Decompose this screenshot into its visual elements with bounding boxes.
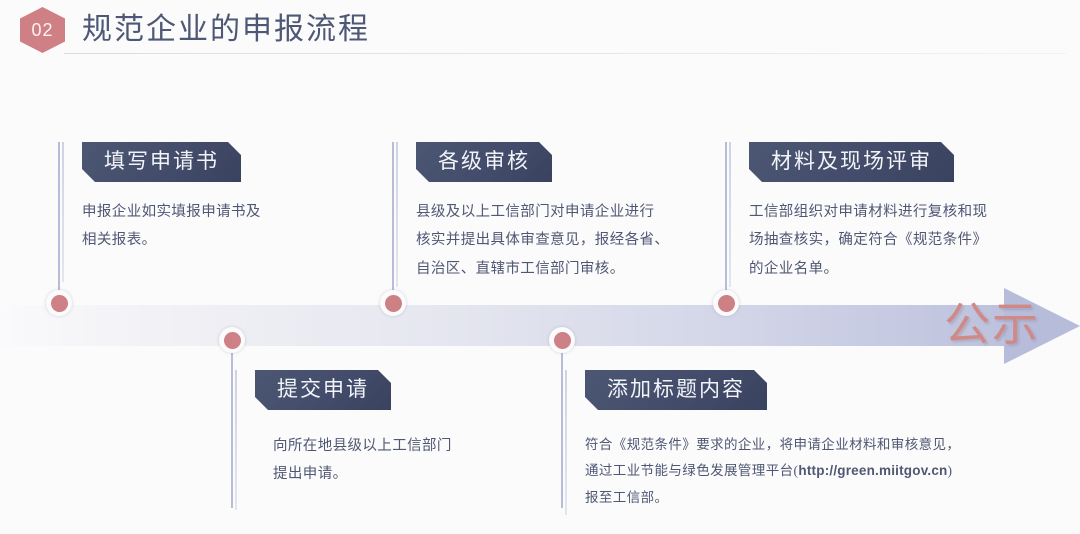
body-line: 核实并提出具体审查意见，报经各省、 (416, 232, 670, 249)
body-line-suffix: ) (947, 463, 953, 479)
step-body-add-title-content: 符合《规范条件》要求的企业，将申请企业材料和审核意见， 通过工业节能与绿色发展管… (585, 432, 1035, 511)
timeline-dot-4[interactable] (549, 327, 575, 353)
step-rail (729, 142, 731, 287)
connector-line-5 (725, 142, 727, 304)
body-line: 场抽查核实，确定符合《规范条件》 (749, 232, 988, 249)
connector-line-1 (58, 142, 60, 304)
body-line-with-url: 通过工业节能与绿色发展管理平台(http://green.miitgov.cn) (585, 458, 1035, 484)
page-title: 规范企业的申报流程 (82, 13, 370, 46)
body-line: 向所在地县级以上工信部门 (273, 438, 452, 454)
step-card-submit-application: 提交申请 向所在地县级以上工信部门 提出申请。 (235, 370, 535, 510)
step-badge-add-title-content[interactable]: 添加标题内容 (585, 370, 767, 410)
step-rail (235, 370, 237, 510)
step-body-multilevel-review: 县级及以上工信部门对申请企业进行 核实并提出具体审查意见，报经各省、 自治区、直… (416, 198, 716, 283)
body-line: 报至工信部。 (585, 489, 669, 505)
step-card-multilevel-review: 各级审核 县级及以上工信部门对申请企业进行 核实并提出具体审查意见，报经各省、 … (396, 142, 716, 287)
step-badge-fill-application[interactable]: 填写申请书 (82, 142, 241, 182)
timeline-dot-2[interactable] (219, 327, 245, 353)
step-card-fill-application: 填写申请书 申报企业如实填报申请书及 相关报表。 (62, 142, 362, 282)
timeline-dot-3[interactable] (380, 290, 406, 316)
body-line: 提出申请。 (273, 466, 348, 483)
body-line: 县级及以上工信部门对申请企业进行 (416, 204, 655, 220)
body-line: 相关报表。 (82, 232, 157, 249)
timeline-dot-5[interactable] (713, 290, 739, 316)
connector-line-4 (561, 348, 563, 508)
step-rail (565, 370, 567, 515)
step-body-fill-application: 申报企业如实填报申请书及 相关报表。 (82, 198, 362, 255)
timeline-arrow-label: 公示 (944, 298, 1040, 350)
body-line: 申报企业如实填报申请书及 (82, 204, 261, 220)
step-number-label: 02 (31, 19, 54, 40)
step-card-add-title-content: 添加标题内容 符合《规范条件》要求的企业，将申请企业材料和审核意见， 通过工业节… (565, 370, 1035, 515)
body-line: 自治区、直辖市工信部门审核。 (416, 260, 625, 277)
connector-line-2 (231, 348, 233, 508)
step-number-hexagon: 02 (20, 7, 65, 53)
body-line-prefix: 通过工业节能与绿色发展管理平台( (585, 463, 799, 479)
body-line: 符合《规范条件》要求的企业，将申请企业材料和审核意见， (585, 437, 961, 452)
connector-line-3 (392, 142, 394, 304)
timeline-band (0, 305, 1014, 346)
title-divider (64, 53, 1066, 54)
step-badge-submit-application[interactable]: 提交申请 (255, 370, 391, 410)
step-rail (396, 142, 398, 287)
body-line: 工信部组织对申请材料进行复核和现 (749, 204, 988, 220)
step-card-material-onsite-review: 材料及现场评审 工信部组织对申请材料进行复核和现 场抽查核实，确定符合《规范条件… (729, 142, 1049, 287)
step-body-material-onsite-review: 工信部组织对申请材料进行复核和现 场抽查核实，确定符合《规范条件》 的企业名单。 (749, 198, 1049, 283)
platform-url[interactable]: http://green.miitgov.cn (798, 463, 948, 479)
body-line: 的企业名单。 (749, 260, 839, 277)
step-badge-material-onsite-review[interactable]: 材料及现场评审 (749, 142, 954, 182)
step-rail (62, 142, 64, 282)
step-badge-multilevel-review[interactable]: 各级审核 (416, 142, 552, 182)
step-body-submit-application: 向所在地县级以上工信部门 提出申请。 (255, 432, 535, 489)
timeline-dot-1[interactable] (46, 290, 72, 316)
